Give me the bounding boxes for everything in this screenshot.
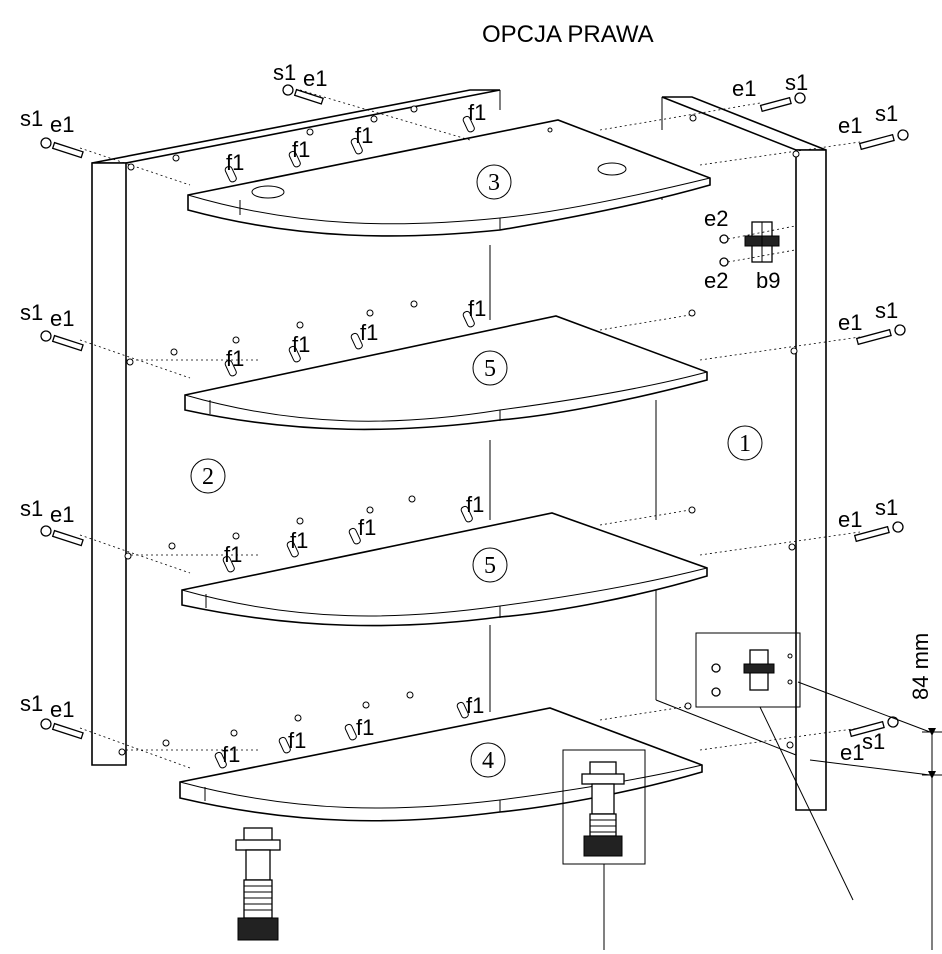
- label-s1: s1: [20, 691, 43, 716]
- label-f1: f1: [356, 715, 374, 740]
- panel-holes: [118, 105, 800, 756]
- label-f1: f1: [224, 542, 242, 567]
- label-s1: s1: [875, 101, 898, 126]
- right-side-panel: [655, 96, 827, 811]
- label-f1: f1: [222, 742, 240, 767]
- label-e1: e1: [50, 112, 74, 137]
- part-number-side-left: 2: [202, 464, 214, 490]
- label-s1: s1: [20, 300, 43, 325]
- label-f1: f1: [226, 150, 244, 175]
- part-number-side-right: 1: [739, 431, 751, 457]
- label-e1: e1: [838, 507, 862, 532]
- label-s1: s1: [862, 729, 885, 754]
- label-e1: e1: [838, 113, 862, 138]
- label-f1: f1: [358, 515, 376, 540]
- label-f1: f1: [360, 320, 378, 345]
- label-f1: f1: [290, 528, 308, 553]
- label-b9: b9: [756, 268, 780, 293]
- bracket-detail-box: [695, 632, 931, 901]
- label-f1: f1: [355, 123, 373, 148]
- leg-detail-box: [562, 749, 646, 950]
- assembly-guide-lines: [79, 89, 861, 769]
- label-e2: e2: [704, 206, 728, 231]
- left-side-panel: [91, 89, 501, 766]
- bracket-b9: [719, 221, 796, 267]
- shelf-bottom: [179, 707, 703, 822]
- shelf-top: [187, 119, 711, 237]
- label-e1: e1: [50, 502, 74, 527]
- label-f1: f1: [226, 346, 244, 371]
- label-e1: e1: [50, 306, 74, 331]
- leg-left: [235, 827, 281, 941]
- label-s1: s1: [875, 298, 898, 323]
- part-number-shelf-mid-1: 5: [484, 356, 496, 382]
- label-s1: s1: [785, 70, 808, 95]
- part-number-shelf-top: 3: [488, 170, 500, 196]
- diagram-title: OPCJA PRAWA: [482, 21, 654, 48]
- part-number-shelf-mid-2: 5: [484, 553, 496, 579]
- dimension-lines: [809, 728, 942, 950]
- shelf-middle-lower: [181, 512, 708, 627]
- label-f1: f1: [468, 100, 486, 125]
- label-f1: f1: [468, 296, 486, 321]
- label-f1: f1: [466, 693, 484, 718]
- label-e1: e1: [840, 740, 864, 765]
- part-number-circles: [190, 164, 763, 778]
- dowels: [214, 115, 475, 769]
- part-number-shelf-bottom: 4: [482, 748, 494, 774]
- label-f1: f1: [466, 492, 484, 517]
- label-f1: f1: [288, 728, 306, 753]
- label-e2: e2: [704, 268, 728, 293]
- label-s1: s1: [273, 60, 296, 85]
- label-s1: s1: [20, 496, 43, 521]
- dimension-label: 84 mm: [908, 633, 933, 700]
- label-f1: f1: [292, 137, 310, 162]
- label-e1: e1: [50, 697, 74, 722]
- label-f1: f1: [292, 332, 310, 357]
- label-e1: e1: [732, 76, 756, 101]
- label-e1: e1: [303, 66, 327, 91]
- label-s1: s1: [875, 495, 898, 520]
- shelf-middle-upper: [184, 315, 708, 431]
- label-e1: e1: [838, 310, 862, 335]
- screws: [40, 84, 909, 740]
- label-s1: s1: [20, 106, 43, 131]
